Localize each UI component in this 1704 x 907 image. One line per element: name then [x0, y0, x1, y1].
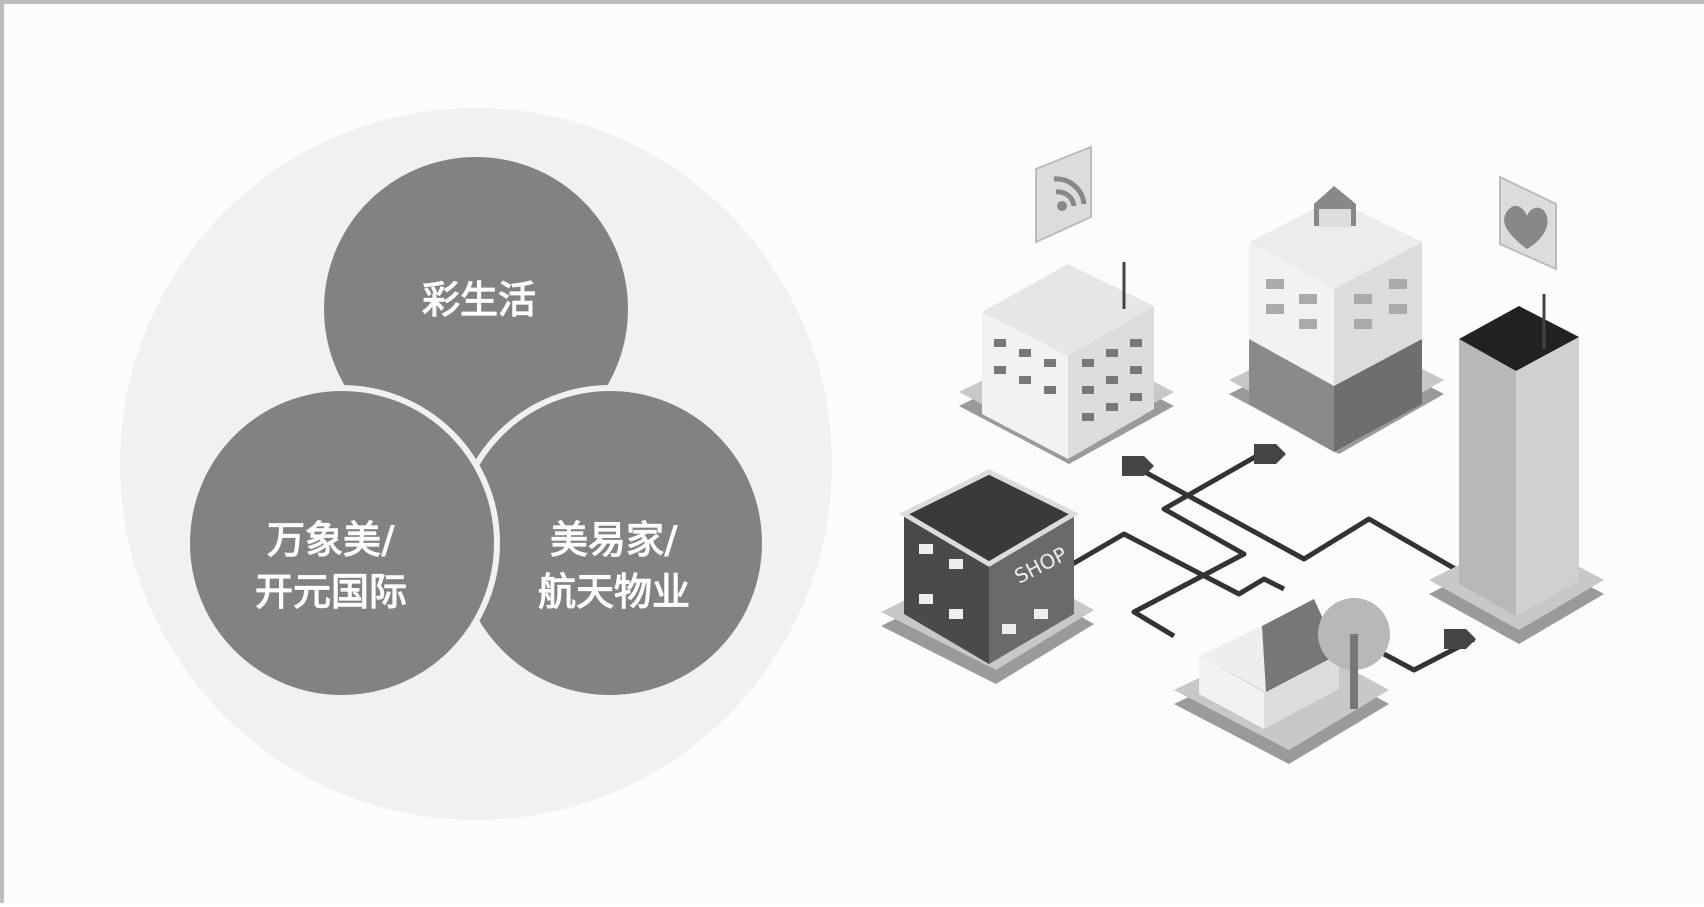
venn-circle-right	[452, 385, 768, 701]
office-building-middle	[1229, 186, 1444, 454]
network-lines	[1062, 446, 1476, 673]
house-building	[1174, 598, 1390, 764]
venn-label-left: 万象美/ 开元国际	[254, 518, 407, 614]
venn-label-top: 彩生活	[421, 278, 536, 322]
shop-building: SHOP	[881, 469, 1094, 684]
wifi-icon	[1035, 145, 1092, 244]
venn-circle-left	[184, 385, 500, 701]
venn-label-right: 美易家/ 航天物业	[537, 518, 690, 614]
heart-icon	[1499, 175, 1557, 271]
plug-icon	[1122, 444, 1476, 649]
tower-building	[1429, 294, 1604, 644]
city-illustration: SHOP	[881, 145, 1604, 764]
office-building-left	[959, 262, 1174, 464]
